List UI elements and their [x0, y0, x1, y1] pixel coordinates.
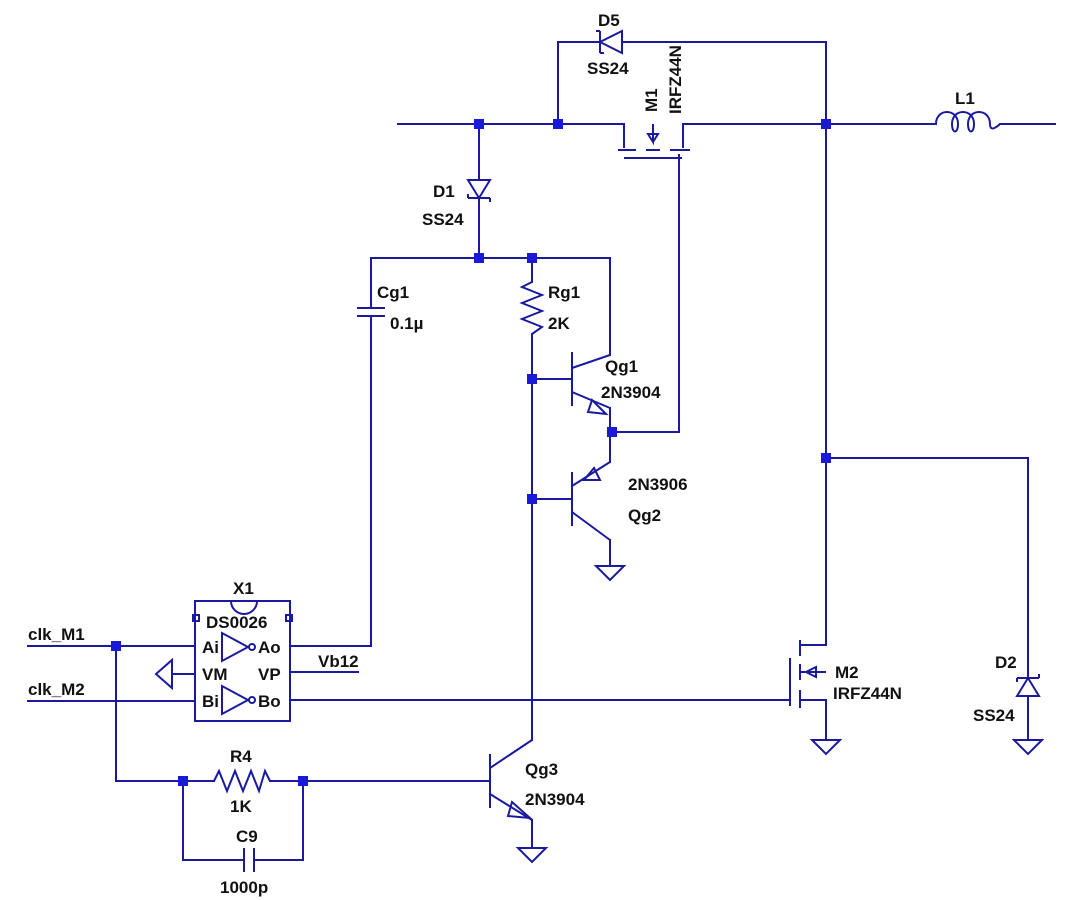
x1-ref-label: X1 [233, 579, 254, 598]
rg1-ref-label: Rg1 [548, 283, 580, 302]
ground-icon [515, 847, 549, 864]
junction-dot [607, 427, 617, 437]
switch-node-vertical-wire [799, 123, 827, 646]
d2-feed-wire [825, 457, 1029, 677]
c9-value-label: 1000p [220, 878, 268, 897]
bootstrap-node-wire [370, 257, 611, 356]
inductor-l1[interactable] [935, 111, 1001, 133]
junction-dot [298, 776, 308, 786]
junction-dot [474, 119, 484, 129]
x1-pin-vm: VM [202, 665, 228, 684]
capacitor-c9[interactable] [243, 848, 255, 872]
junction-dot [821, 119, 831, 129]
qg2-value-label: 2N3906 [628, 475, 688, 494]
x1-pin-vp: VP [258, 665, 281, 684]
junction-dot [527, 374, 537, 384]
x1-value-label: DS0026 [206, 613, 267, 632]
mosfet-m1[interactable] [618, 124, 690, 159]
diode-d2[interactable] [1015, 674, 1041, 697]
junction-dot [527, 494, 537, 504]
c9-ref-label: C9 [236, 827, 258, 846]
transistor-qg1[interactable] [571, 352, 611, 416]
ground-icon [1011, 739, 1045, 756]
qg2-ref-label: Qg2 [628, 506, 661, 525]
transistor-qg2[interactable] [571, 461, 611, 541]
resistor-rg1[interactable] [519, 281, 545, 335]
resistor-r4[interactable] [213, 768, 271, 795]
d5-loop-left-wire [557, 41, 599, 125]
l1-ref-label: L1 [955, 89, 975, 108]
junction-dot [821, 453, 831, 463]
labels: D5 SS24 M1 IRFZ44N L1 D1 SS24 Cg1 0.1µ R… [28, 11, 1017, 897]
x1-pin-ao: Ao [258, 638, 281, 657]
junction-dot [527, 253, 537, 263]
diode-d1[interactable] [466, 179, 492, 202]
x1-pin-bi: Bi [202, 692, 219, 711]
d2-ref-label: D2 [995, 653, 1017, 672]
mosfet-m2[interactable] [789, 640, 826, 708]
qg3-value-label: 2N3904 [525, 790, 585, 809]
qg1-ref-label: Qg1 [605, 357, 638, 376]
ic-x1[interactable] [192, 600, 293, 722]
junction-dot [111, 641, 121, 651]
rg1-value-label: 2K [548, 314, 570, 333]
diode-d5[interactable] [596, 29, 623, 55]
d5-ref-label: D5 [598, 11, 620, 30]
wires [27, 41, 1056, 861]
junctions [111, 119, 831, 786]
qg3-ref-label: Qg3 [525, 760, 558, 779]
ground-icon [809, 739, 843, 756]
capacitor-cg1[interactable] [357, 307, 385, 317]
d2-value-label: SS24 [973, 706, 1015, 725]
d5-loop-right-wire [621, 41, 827, 125]
transistor-qg3[interactable] [489, 739, 533, 821]
cg1-ref-label: Cg1 [377, 283, 409, 302]
m1-value-label: IRFZ44N [666, 45, 685, 114]
junction-dot [474, 253, 484, 263]
m2-value-label: IRFZ44N [833, 684, 902, 703]
ground-icon [593, 565, 627, 582]
net-label-vb12: Vb12 [318, 652, 359, 671]
junction-dot [178, 776, 188, 786]
d5-value-label: SS24 [587, 59, 629, 78]
cg1-bottom-wire [289, 315, 372, 647]
net-label-clk-m1: clk_M1 [28, 625, 85, 644]
c9-right-wire [253, 780, 304, 861]
qg1-value-label: 2N3904 [601, 383, 661, 402]
m1-gate-wire [611, 154, 680, 433]
d1-value-label: SS24 [422, 210, 464, 229]
r4-value-label: 1K [230, 797, 252, 816]
r4-ref-label: R4 [230, 747, 252, 766]
c9-left-wire [182, 780, 245, 861]
m2-source-wire [799, 699, 827, 741]
junction-dot [553, 119, 563, 129]
vm-ground-icon [154, 657, 173, 691]
m1-ref-label: M1 [642, 88, 661, 112]
x1-pin-ai: Ai [202, 638, 219, 657]
m2-ref-label: M2 [835, 663, 859, 682]
net-label-clk-m2: clk_M2 [28, 680, 85, 699]
ground-symbols [154, 565, 1045, 864]
cg1-value-label: 0.1µ [390, 314, 423, 333]
d1-ref-label: D1 [433, 182, 455, 201]
x1-pin-bo: Bo [258, 692, 281, 711]
